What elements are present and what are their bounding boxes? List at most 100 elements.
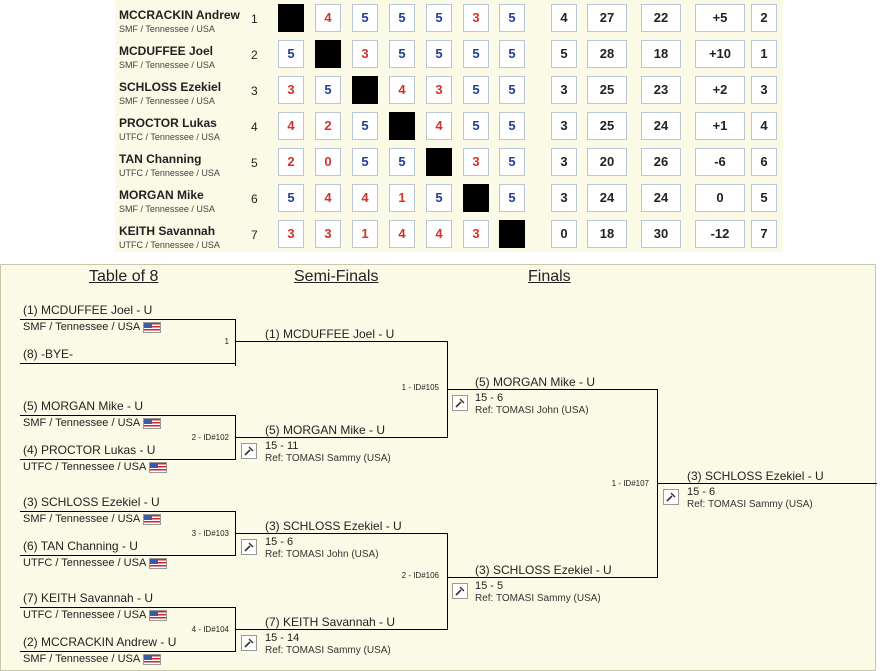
referee-hammer-icon[interactable] [663,489,679,505]
touches-received-cell: 30 [641,220,681,248]
referee-hammer-icon[interactable] [241,443,257,459]
final-score: 15 - 6 [475,392,504,404]
bout-score-cell: 1 [352,220,378,248]
bout-score-cell: 4 [389,220,415,248]
r1-fencer-club: UTFC / Tennessee / USA [23,461,168,473]
usa-flag-icon [143,417,162,429]
place-cell: 6 [751,148,777,176]
victories-cell: 5 [551,40,577,68]
bracket-line [447,577,657,578]
usa-flag-icon [149,609,168,621]
bout-score-cell: 5 [463,40,489,68]
bout-score-cell: 4 [389,76,415,104]
r1-fencer-name: (5) MORGAN Mike - U [23,399,143,413]
referee-hammer-icon[interactable] [241,635,257,651]
r1-fencer-name: (8) -BYE- [23,347,74,361]
touches-received-cell: 24 [641,184,681,212]
fencer-club: SMF / Tennessee / USA [119,96,215,106]
bout-score-cell: 5 [389,40,415,68]
bracket-line [657,483,877,484]
r1-fencer-club: SMF / Tennessee / USA [23,513,162,525]
fencer-name: MCCRACKIN Andrew [119,8,240,22]
touches-scored-cell: 20 [587,148,627,176]
bout-score-cell: 0 [315,148,341,176]
header-finals: Finals [528,268,571,285]
r1-fencer-club: UTFC / Tennessee / USA [23,609,168,621]
touches-scored-cell: 24 [587,184,627,212]
referee-hammer-icon[interactable] [452,395,468,411]
r1-fencer-club: UTFC / Tennessee / USA [23,557,168,569]
referee-hammer-icon[interactable] [241,539,257,555]
victories-cell: 4 [551,4,577,32]
place-cell: 1 [751,40,777,68]
bracket-line [20,459,235,460]
indicator-cell: +5 [695,4,745,32]
place-cell: 2 [751,4,777,32]
indicator-cell: -12 [695,220,745,248]
fencer-club: UTFC / Tennessee / USA [119,240,220,250]
fencer-number: 6 [251,192,258,206]
header-semi-finals: Semi-Finals [294,268,379,285]
r1-bout-id: 3 - ID#103 [191,529,229,538]
r1-fencer-name: (1) MCDUFFEE Joel - U [23,303,153,317]
indicator-cell: +10 [695,40,745,68]
bout-score-cell: 5 [499,148,525,176]
place-cell: 5 [751,184,777,212]
bout-score-cell: 4 [315,4,341,32]
fencer-name: MCDUFFEE Joel [119,44,214,58]
r1-fencer-name: (7) KEITH Savannah - U [23,591,154,605]
bracket-line [235,533,447,534]
club-text: SMF / Tennessee / USA [23,653,141,665]
bout-score-cell: 3 [315,220,341,248]
touches-received-cell: 23 [641,76,681,104]
bout-score-cell: 5 [499,184,525,212]
bout-score-cell: 5 [499,4,525,32]
bout-score-cell: 4 [426,220,452,248]
touches-received-cell: 18 [641,40,681,68]
final-bout-id: 1 - ID#107 [611,479,649,488]
victories-cell: 3 [551,76,577,104]
bout-score-cell: 4 [278,112,304,140]
usa-flag-icon [143,653,162,665]
r1-bout-id: 1 [224,337,229,346]
r1-fencer-club: SMF / Tennessee / USA [23,417,162,429]
club-text: SMF / Tennessee / USA [23,417,141,429]
usa-flag-icon [149,461,168,473]
bout-score-cell: 5 [278,184,304,212]
touches-received-cell: 22 [641,4,681,32]
place-cell: 4 [751,112,777,140]
fencer-name: KEITH Savannah [119,224,216,238]
bracket-line [20,511,235,512]
bout-score-cell: 5 [352,148,378,176]
r2-fencer-name: (1) MCDUFFEE Joel - U [265,327,395,341]
bracket-line [20,651,235,652]
referee-hammer-icon[interactable] [452,583,468,599]
bout-score-cell: 4 [426,112,452,140]
self-bout-cell [426,148,452,176]
r2-bout-id: 2 - ID#106 [401,571,439,580]
usa-flag-icon [143,513,162,525]
bracket-line [235,341,447,342]
bracket-line [235,437,447,438]
r2-bout-id: 1 - ID#105 [401,383,439,392]
fencer-name: SCHLOSS Ezekiel [119,80,222,94]
club-text: UTFC / Tennessee / USA [23,557,147,569]
bout-score-cell: 5 [389,148,415,176]
touches-scored-cell: 25 [587,112,627,140]
bout-score-cell: 5 [315,76,341,104]
r1-bout-id: 4 - ID#104 [191,625,229,634]
bout-score-cell: 5 [499,112,525,140]
place-cell: 3 [751,76,777,104]
bout-score-cell: 5 [389,4,415,32]
bracket-line [20,363,235,364]
r2-referee: Ref: TOMASI Sammy (USA) [265,645,391,656]
r2-fencer-name: (7) KEITH Savannah - U [265,615,396,629]
indicator-cell: 0 [695,184,745,212]
r2-score: 15 - 6 [265,536,294,548]
bout-score-cell: 3 [463,4,489,32]
header-table-of-8: Table of 8 [89,268,159,285]
fencer-name: PROCTOR Lukas [119,116,217,130]
